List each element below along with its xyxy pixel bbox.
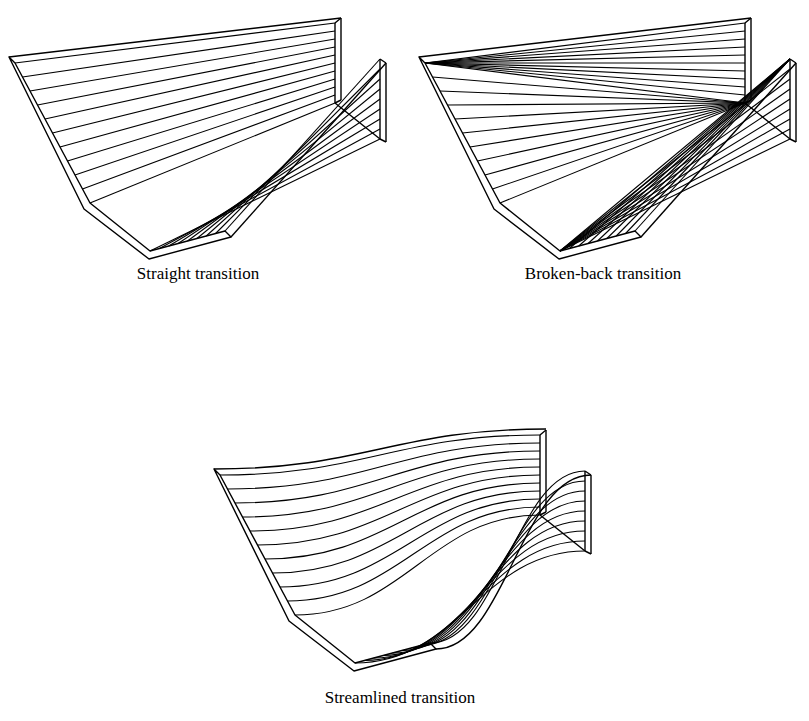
caption: Straight transition bbox=[137, 264, 259, 284]
streamlined-transition-drawing bbox=[214, 429, 591, 671]
broken-back-transition-drawing bbox=[419, 18, 796, 259]
caption: Broken-back transition bbox=[525, 264, 681, 284]
caption: Streamlined transition bbox=[325, 688, 476, 708]
straight-transition-drawing bbox=[9, 18, 386, 259]
